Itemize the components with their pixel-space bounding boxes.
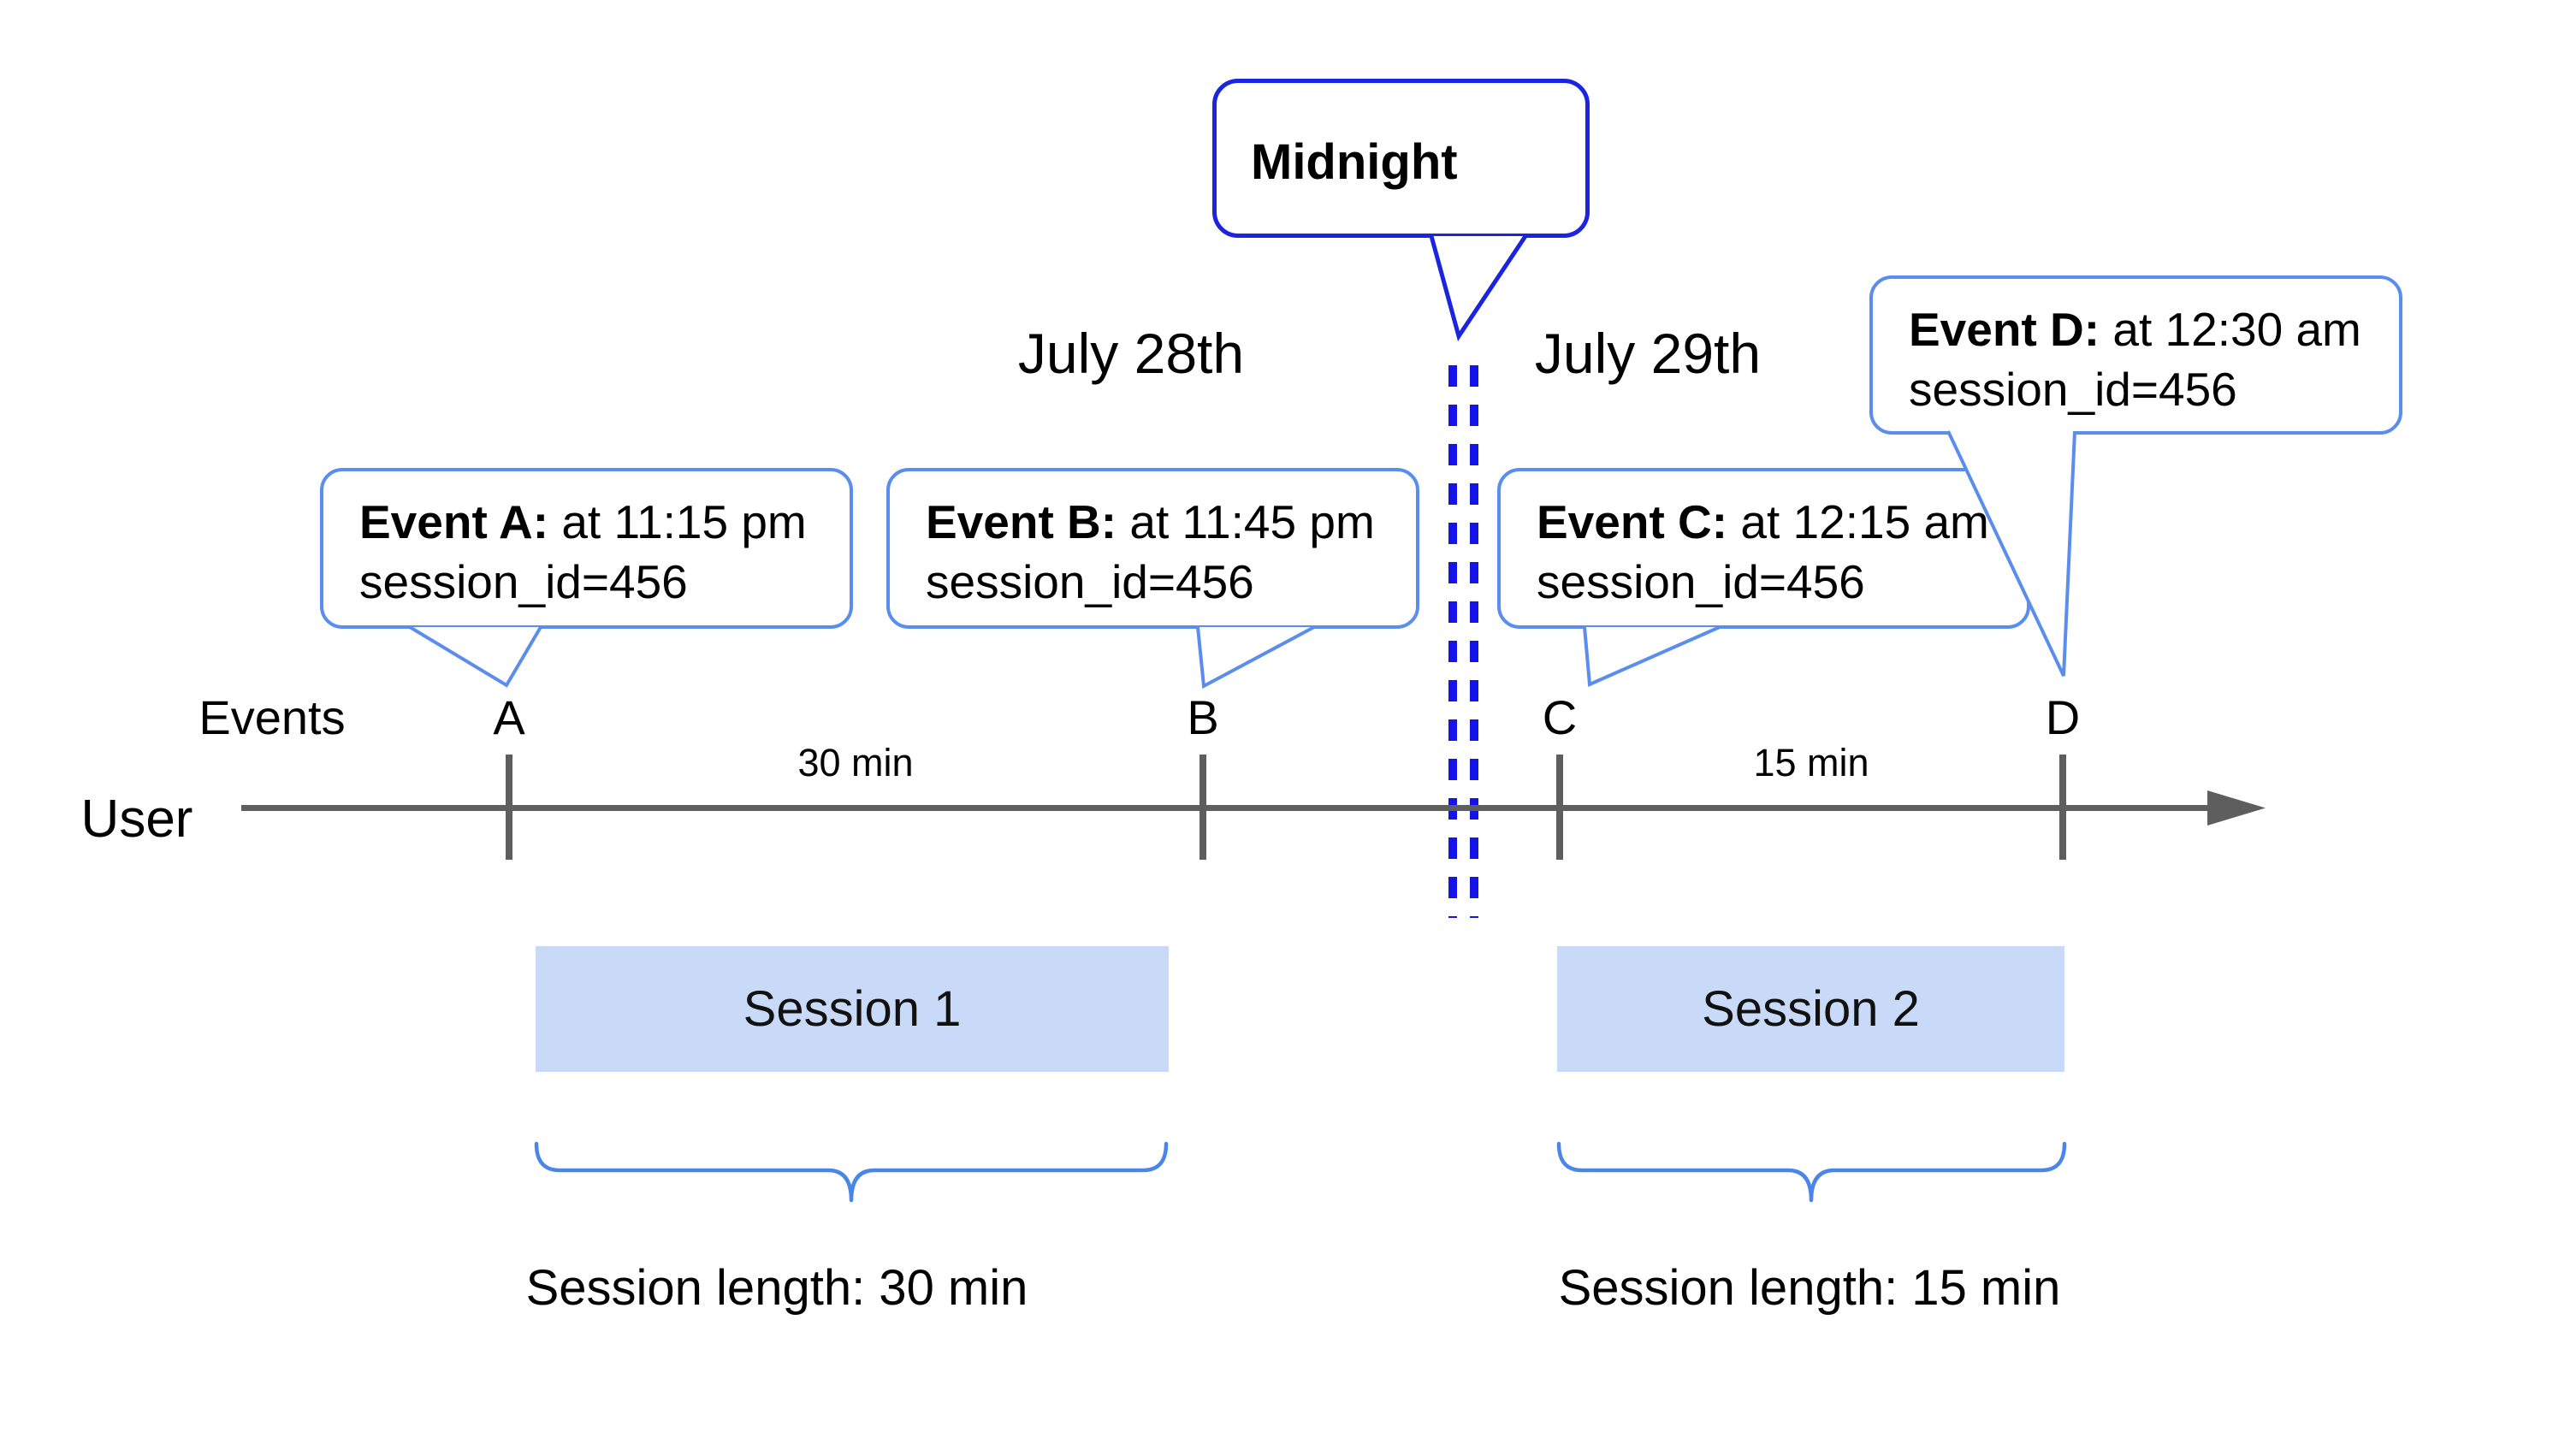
- event-c-bubble: Event C: at 12:15 am session_id=456: [1497, 468, 2030, 629]
- user-row-label: User: [80, 790, 193, 849]
- event-b-bubble-tail: [1196, 625, 1315, 690]
- session-2-box: Session 2: [1557, 946, 2064, 1072]
- session-2-brace: [1556, 1141, 2067, 1203]
- event-a-title: Event A:: [359, 495, 549, 548]
- interval-label-15min: 15 min: [1753, 741, 1869, 784]
- event-d-session: session_id=456: [1909, 363, 2237, 416]
- date-label-july-28: July 28th: [1017, 322, 1245, 385]
- session-1-brace: [534, 1141, 1169, 1203]
- event-a-time: at 11:15 pm: [548, 495, 807, 548]
- tick-label-c: C: [1542, 690, 1578, 744]
- event-c-line1: Event C: at 12:15 am: [1537, 492, 2010, 552]
- event-d-time: at 12:30 am: [2100, 303, 2361, 356]
- timeline-arrowhead: [2207, 790, 2266, 826]
- session-1-box: Session 1: [536, 946, 1169, 1072]
- event-a-bubble: Event A: at 11:15 pm session_id=456: [320, 468, 853, 629]
- event-b-bubble: Event B: at 11:45 pm session_id=456: [886, 468, 1419, 629]
- event-c-time: at 12:15 am: [1727, 495, 1989, 548]
- event-b-line1: Event B: at 11:45 pm: [926, 492, 1399, 552]
- tick-label-d: D: [2045, 690, 2081, 744]
- session-2-length-label: Session length: 15 min: [1558, 1260, 2061, 1316]
- event-b-time: at 11:45 pm: [1117, 495, 1375, 548]
- event-d-bubble: Event D: at 12:30 am session_id=456: [1869, 275, 2402, 435]
- event-c-session: session_id=456: [1537, 555, 1865, 608]
- date-label-july-29: July 29th: [1534, 322, 1762, 385]
- event-c-bubble-tail: [1583, 625, 1721, 687]
- tick-label-a: A: [493, 690, 525, 744]
- event-d-title: Event D:: [1909, 303, 2100, 356]
- event-c-title: Event C:: [1537, 495, 1728, 548]
- event-b-title: Event B:: [926, 495, 1117, 548]
- event-b-session: session_id=456: [926, 555, 1254, 608]
- interval-label-30min: 30 min: [797, 741, 914, 784]
- event-a-session: session_id=456: [359, 555, 688, 608]
- midnight-bubble: Midnight: [1212, 79, 1590, 238]
- event-d-line1: Event D: at 12:30 am: [1909, 299, 2382, 359]
- event-a-bubble-tail: [408, 625, 542, 688]
- tick-label-b: B: [1187, 690, 1219, 744]
- session-1-length-label: Session length: 30 min: [525, 1260, 1028, 1316]
- event-a-line1: Event A: at 11:15 pm: [359, 492, 832, 552]
- events-row-label: Events: [198, 690, 346, 744]
